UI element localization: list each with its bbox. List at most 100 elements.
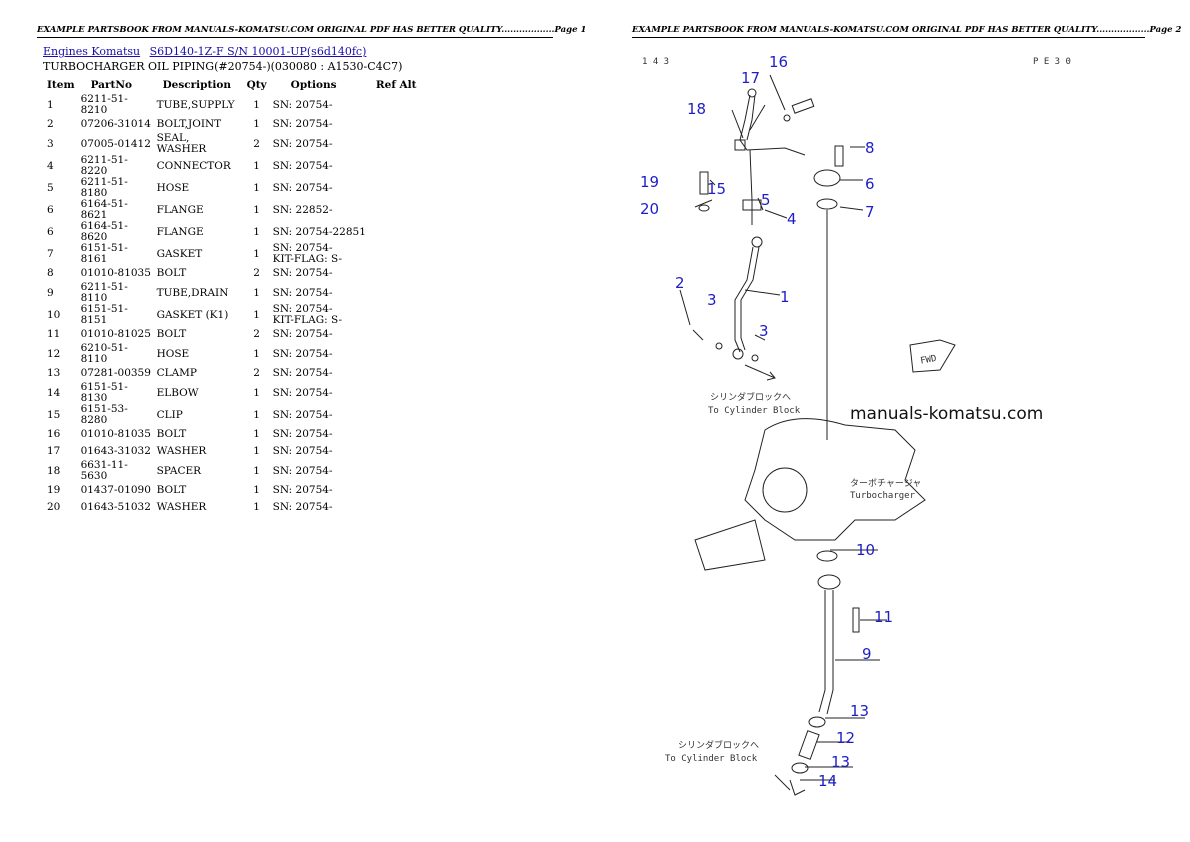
joint-bolt: [692, 329, 704, 341]
turbocharger-outline: [744, 418, 926, 541]
cell-ref-alt: [368, 199, 421, 221]
cell-description: TUBE,DRAIN: [156, 286, 229, 299]
cell-item: 10: [47, 308, 61, 321]
cell-options: SN: 20754-: [271, 177, 368, 199]
cell-ref-alt: [368, 304, 421, 326]
cell-options: SN: 20754-: [271, 443, 368, 460]
cell-partno: 01643-51032: [80, 501, 151, 513]
cell-item: 3: [47, 137, 54, 150]
option-line: SN: 20754-: [272, 137, 333, 150]
cell-item: 4: [47, 159, 54, 172]
breadcrumb: Engines Komatsu S6D140-1Z-F S/N 10001-UP…: [43, 45, 372, 58]
cell-description: HOSE: [156, 181, 190, 194]
hose-12-shape: [798, 730, 820, 760]
clamp-13b-shape: [791, 762, 809, 774]
breadcrumb-link-model[interactable]: S6D140-1Z-F S/N 10001-UP(s6d140fc): [149, 45, 367, 58]
drain-flange-shape: [817, 574, 841, 590]
cell-partno: 07206-31014: [80, 118, 151, 130]
cell-description: CLAMP: [156, 367, 197, 379]
cell-qty: 1: [253, 247, 260, 260]
page-2-header: EXAMPLE PARTSBOOK FROM MANUALS-KOMATSU.C…: [632, 25, 1181, 38]
cell-qty: 1: [253, 181, 260, 194]
cell-options: SN: 20754-: [271, 482, 368, 499]
callout-13a: 13: [850, 702, 869, 720]
callout-7: 7: [865, 203, 875, 221]
to-block-arrow-2: [774, 774, 791, 791]
cell-partno: 01437-01090: [80, 484, 151, 496]
cell-qty: 2: [253, 137, 260, 150]
cell-qty: 1: [253, 445, 260, 457]
callout-12: 12: [836, 729, 855, 747]
option-line: SN: 22852-: [272, 203, 333, 216]
cell-qty: 1: [253, 286, 260, 299]
cell-description: ELBOW: [156, 386, 199, 399]
cell-item: 2: [47, 118, 54, 130]
cell-item: 1: [47, 98, 54, 111]
supply-tube-line-inner: [740, 246, 760, 351]
cell-qty: 1: [253, 118, 260, 130]
cell-ref-alt: [368, 404, 421, 426]
option-line: SN: 20754-: [272, 242, 333, 254]
col-header-ref-alt: Ref Alt: [375, 79, 417, 91]
callout-9: 9: [862, 645, 872, 663]
cell-item: 12: [47, 347, 61, 360]
gasket-10-shape: [816, 550, 838, 562]
cell-options: SN: 20754-: [271, 155, 368, 177]
cell-item: 20: [47, 501, 61, 513]
option-line: SN: 20754-: [272, 181, 333, 194]
cell-partno: 07281-00359: [80, 367, 151, 379]
seal-washer-b: [751, 354, 759, 362]
cell-qty: 1: [253, 98, 260, 111]
cell-description: FLANGE: [156, 225, 204, 238]
washer-20-shape: [698, 204, 710, 212]
cell-options: SN: 20754-22851: [271, 221, 368, 243]
gasket-7-shape: [816, 198, 838, 210]
cell-qty: 1: [253, 203, 260, 216]
turbo-housing: [762, 467, 808, 513]
option-line: SN: 20754-: [272, 464, 333, 477]
callout-16: 16: [769, 53, 788, 71]
cell-description: GASKET: [156, 247, 203, 260]
option-line: SN: 20754-: [272, 286, 333, 299]
callout-6: 6: [865, 175, 875, 193]
cell-options: SN: 20754-: [271, 365, 368, 382]
cell-options: SN: 20754-: [271, 133, 368, 155]
cell-description: WASHER: [156, 501, 207, 513]
diagram-code-left: 1 4 3: [642, 57, 669, 67]
cell-qty: 1: [253, 484, 260, 496]
cell-ref-alt: [368, 382, 421, 404]
callout-5: 5: [761, 191, 771, 209]
callout-14: 14: [818, 772, 837, 790]
cell-options: SN: 20754-: [271, 116, 368, 133]
cell-qty: 2: [253, 367, 260, 379]
cell-ref-alt: [368, 94, 421, 116]
option-line: KIT-FLAG: S-: [272, 253, 343, 265]
leader-lines: [679, 74, 887, 781]
cell-partno: 6211-51-8180: [80, 176, 128, 199]
cell-description: SPACER: [156, 464, 202, 477]
cell-partno: 6631-11-5630: [80, 459, 128, 482]
option-line: SN: 20754-: [272, 118, 333, 130]
cell-item: 18: [47, 464, 61, 477]
drain-tube-line-inner: [826, 590, 834, 715]
cell-ref-alt: [368, 221, 421, 243]
callout-1: 1: [780, 288, 790, 306]
option-line: KIT-FLAG: S-: [272, 314, 343, 326]
cell-partno: 6151-51-8161: [80, 242, 128, 265]
cell-qty: 1: [253, 159, 260, 172]
breadcrumb-link-engines[interactable]: Engines Komatsu: [43, 45, 141, 58]
cell-qty: 1: [253, 408, 260, 421]
cell-description: BOLT: [156, 428, 187, 440]
cell-options: SN: 20754-: [271, 404, 368, 426]
label-to-block-jp-2: シリンダブロックへ: [678, 739, 759, 751]
